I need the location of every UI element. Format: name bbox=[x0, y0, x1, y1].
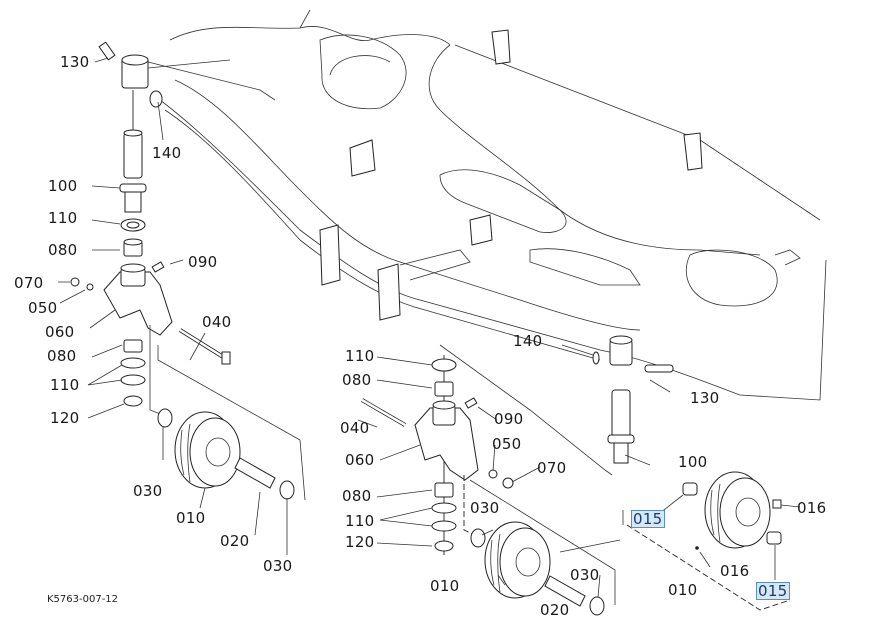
part-label-050: 050 bbox=[492, 435, 522, 453]
part-label-080: 080 bbox=[342, 487, 372, 505]
part-label-070: 070 bbox=[537, 459, 567, 477]
part-label-030: 030 bbox=[470, 499, 500, 517]
part-label-030: 030 bbox=[263, 557, 293, 575]
part-label-120: 120 bbox=[50, 409, 80, 427]
part-label-090: 090 bbox=[494, 410, 524, 428]
part-label-020: 020 bbox=[540, 601, 570, 619]
part-label-120: 120 bbox=[345, 533, 375, 551]
part-label-020: 020 bbox=[220, 532, 250, 550]
leader-lines bbox=[58, 57, 801, 598]
part-label-060: 060 bbox=[45, 323, 75, 341]
part-label-070: 070 bbox=[14, 274, 44, 292]
part-label-040: 040 bbox=[202, 313, 232, 331]
part-label-010: 010 bbox=[668, 581, 698, 599]
part-label-140: 140 bbox=[513, 332, 543, 350]
part-label-010: 010 bbox=[176, 509, 206, 527]
left-wheel-assembly bbox=[70, 41, 306, 501]
part-label-100: 100 bbox=[48, 177, 78, 195]
part-label-060: 060 bbox=[345, 451, 375, 469]
part-label-015-highlighted[interactable]: 015 bbox=[756, 582, 790, 600]
part-label-090: 090 bbox=[188, 253, 218, 271]
part-label-030: 030 bbox=[133, 482, 163, 500]
part-label-016: 016 bbox=[797, 499, 827, 517]
part-label-030: 030 bbox=[570, 566, 600, 584]
part-label-110: 110 bbox=[48, 209, 78, 227]
mower-deck bbox=[159, 9, 827, 401]
part-label-080: 080 bbox=[47, 347, 77, 365]
center-wheel-assembly bbox=[360, 335, 674, 616]
part-label-080: 080 bbox=[342, 371, 372, 389]
drawing-code: K5763-007-12 bbox=[47, 594, 119, 605]
right-wheel-assembly bbox=[622, 471, 791, 611]
part-label-130: 130 bbox=[60, 53, 90, 71]
part-label-016: 016 bbox=[720, 562, 750, 580]
part-label-110: 110 bbox=[345, 512, 375, 530]
part-label-080: 080 bbox=[48, 241, 78, 259]
part-label-010: 010 bbox=[430, 577, 460, 595]
part-label-040: 040 bbox=[340, 419, 370, 437]
part-label-050: 050 bbox=[28, 299, 58, 317]
part-label-110: 110 bbox=[345, 347, 375, 365]
part-label-130: 130 bbox=[690, 389, 720, 407]
part-label-110: 110 bbox=[50, 376, 80, 394]
part-label-015-highlighted[interactable]: 015 bbox=[631, 510, 665, 528]
part-label-100: 100 bbox=[678, 453, 708, 471]
part-label-140: 140 bbox=[152, 144, 182, 162]
